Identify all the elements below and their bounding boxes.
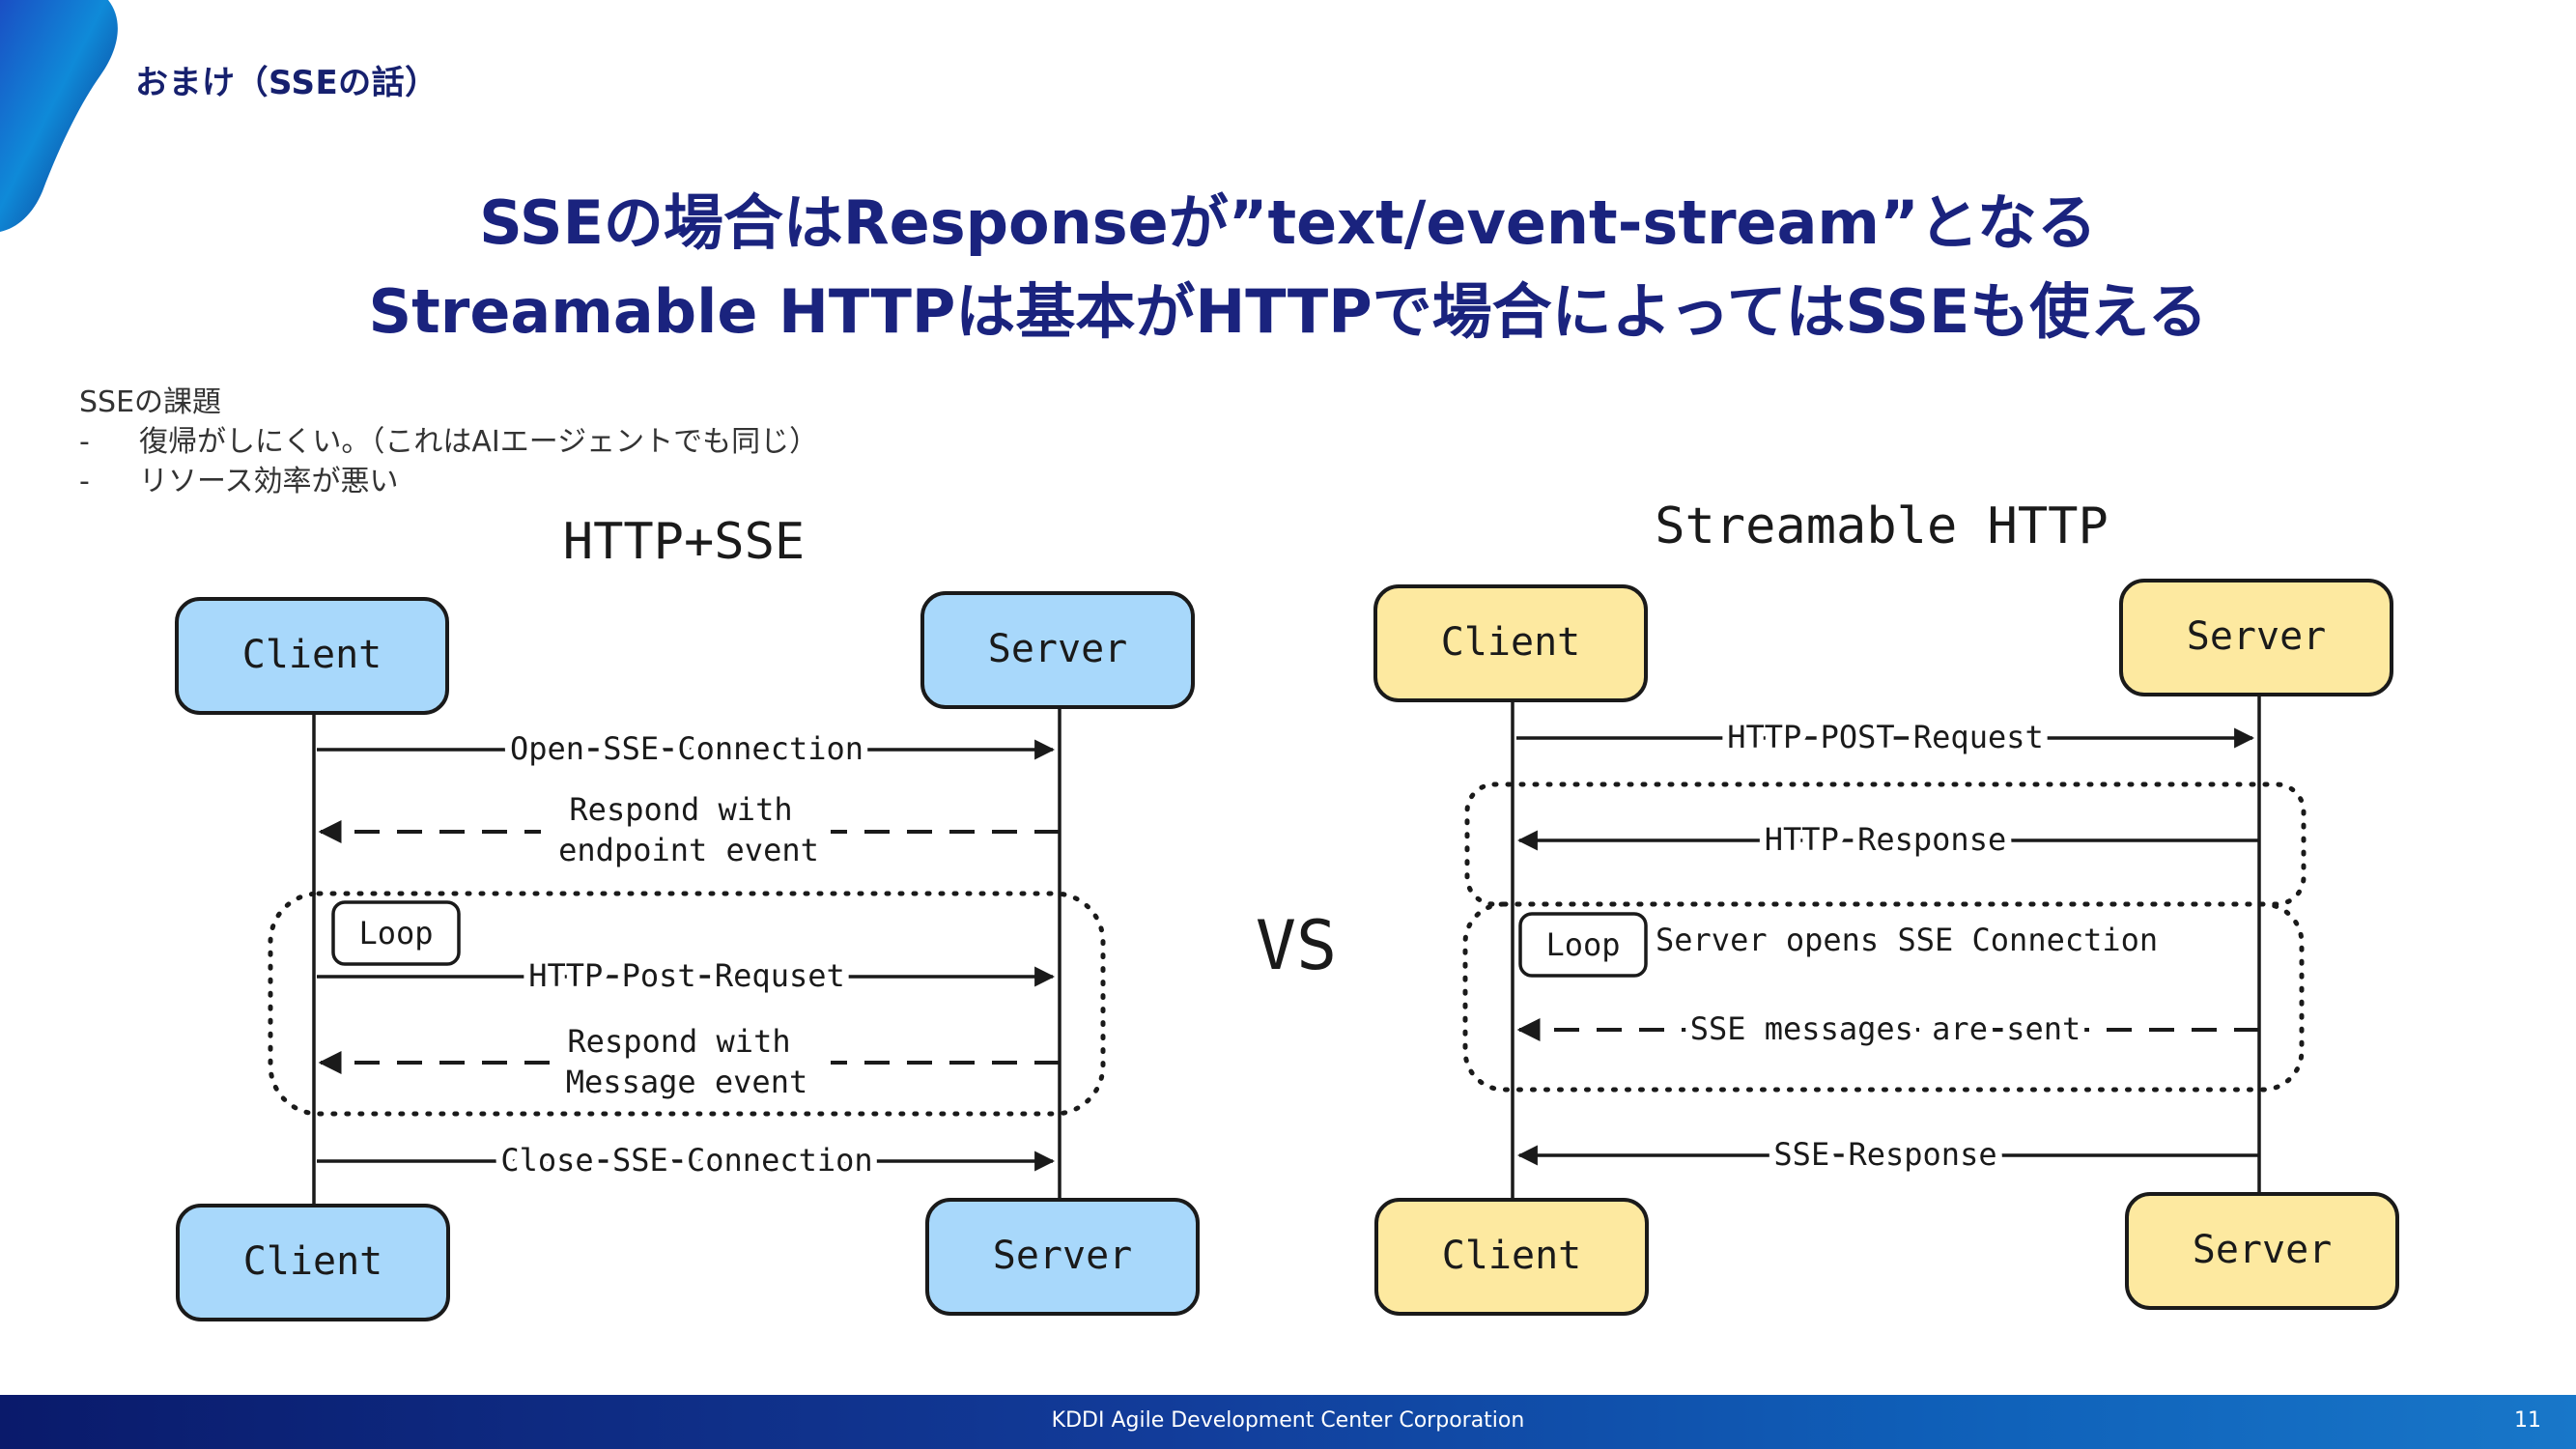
open-sse-label: Open SSE Connection [510,730,863,767]
client-label: Client [243,1239,383,1284]
post-request-label: HTTP Post Requset [528,957,845,994]
endpoint-label-2: endpoint event [558,832,819,868]
notes-heading: SSEの課題 [79,385,222,419]
footer-bar: KDDI Agile Development Center Corporatio… [0,1395,2576,1449]
sse-messages-label: SSE messages are sent [1690,1010,2081,1047]
bullet-dash: - [79,465,90,498]
server-opens-sse-label: Server opens SSE Connection [1656,922,2158,958]
streamable-http-diagram: Streamable HTTP Client Server HTTP POST … [1373,497,2399,1316]
company-name: KDDI Agile Development Center Corporatio… [1051,1408,1525,1433]
client-box-bottom [176,1204,450,1321]
client-label: Client [1442,1234,1582,1278]
message-label-1: Respond with [567,1023,790,1060]
protocol-comparison-diagram: HTTP+SSE Client Server Open SSE Connecti… [175,497,2399,1321]
streamable-http-title: Streamable HTTP [1655,497,2109,555]
client-label: Client [1441,620,1581,665]
http-sse-title: HTTP+SSE [563,513,805,571]
server-box-bottom [2125,1192,2399,1310]
sse-response-label: SSE Response [1773,1136,1996,1173]
page-number: 11 [2514,1408,2541,1433]
bullet-text: 復帰がしにくい。（これはAIエージェントでも同じ） [139,425,819,459]
server-box-top [2119,579,2393,696]
client-box-top [1373,584,1648,702]
bullet-text: リソース効率が悪い [139,465,399,498]
server-box-top [920,591,1195,709]
server-label: Server [2187,614,2327,659]
client-label: Client [242,633,382,677]
loop-tag [1518,912,1648,978]
loop-label: Loop [1545,926,1620,963]
close-sse-label: Close SSE Connection [500,1142,872,1179]
server-label: Server [993,1234,1133,1278]
headline-line-2: Streamable HTTPは基本がHTTPで場合によってはSSEも使える [368,276,2208,347]
server-label: Server [2193,1228,2333,1272]
notes-bullet: - リソース効率が悪い [79,462,818,501]
section-title: おまけ（SSEの話） [135,64,439,102]
post-request-label: HTTP POST Request [1727,719,2044,755]
loop-frame [268,891,1106,1117]
bullet-dash: - [79,425,90,459]
client-box-bottom [1374,1198,1649,1316]
message-label-2: Message event [566,1064,807,1100]
corner-decoration [0,0,118,232]
label-backdrop [551,1024,831,1103]
server-box-bottom [925,1198,1200,1316]
notes-bullet: - 復帰がしにくい。（これはAIエージェントでも同じ） [79,422,818,462]
server-label: Server [988,627,1128,671]
label-backdrop [541,792,831,869]
sse-issues-notes: SSEの課題 - 復帰がしにくい。（これはAIエージェントでも同じ） - リソー… [79,383,818,501]
vs-label: VS [1256,906,1337,985]
loop-tag [331,900,461,966]
client-box-top [175,597,449,715]
http-sse-diagram: HTTP+SSE Client Server Open SSE Connecti… [175,513,1200,1321]
headline-line-1: SSEの場合はResponseが”text/event-stream”となる [479,187,2097,258]
endpoint-label-1: Respond with [569,791,792,828]
loop-label: Loop [358,915,433,952]
http-response-label: HTTP Response [1765,821,2006,858]
loop-frame [1462,901,2305,1093]
